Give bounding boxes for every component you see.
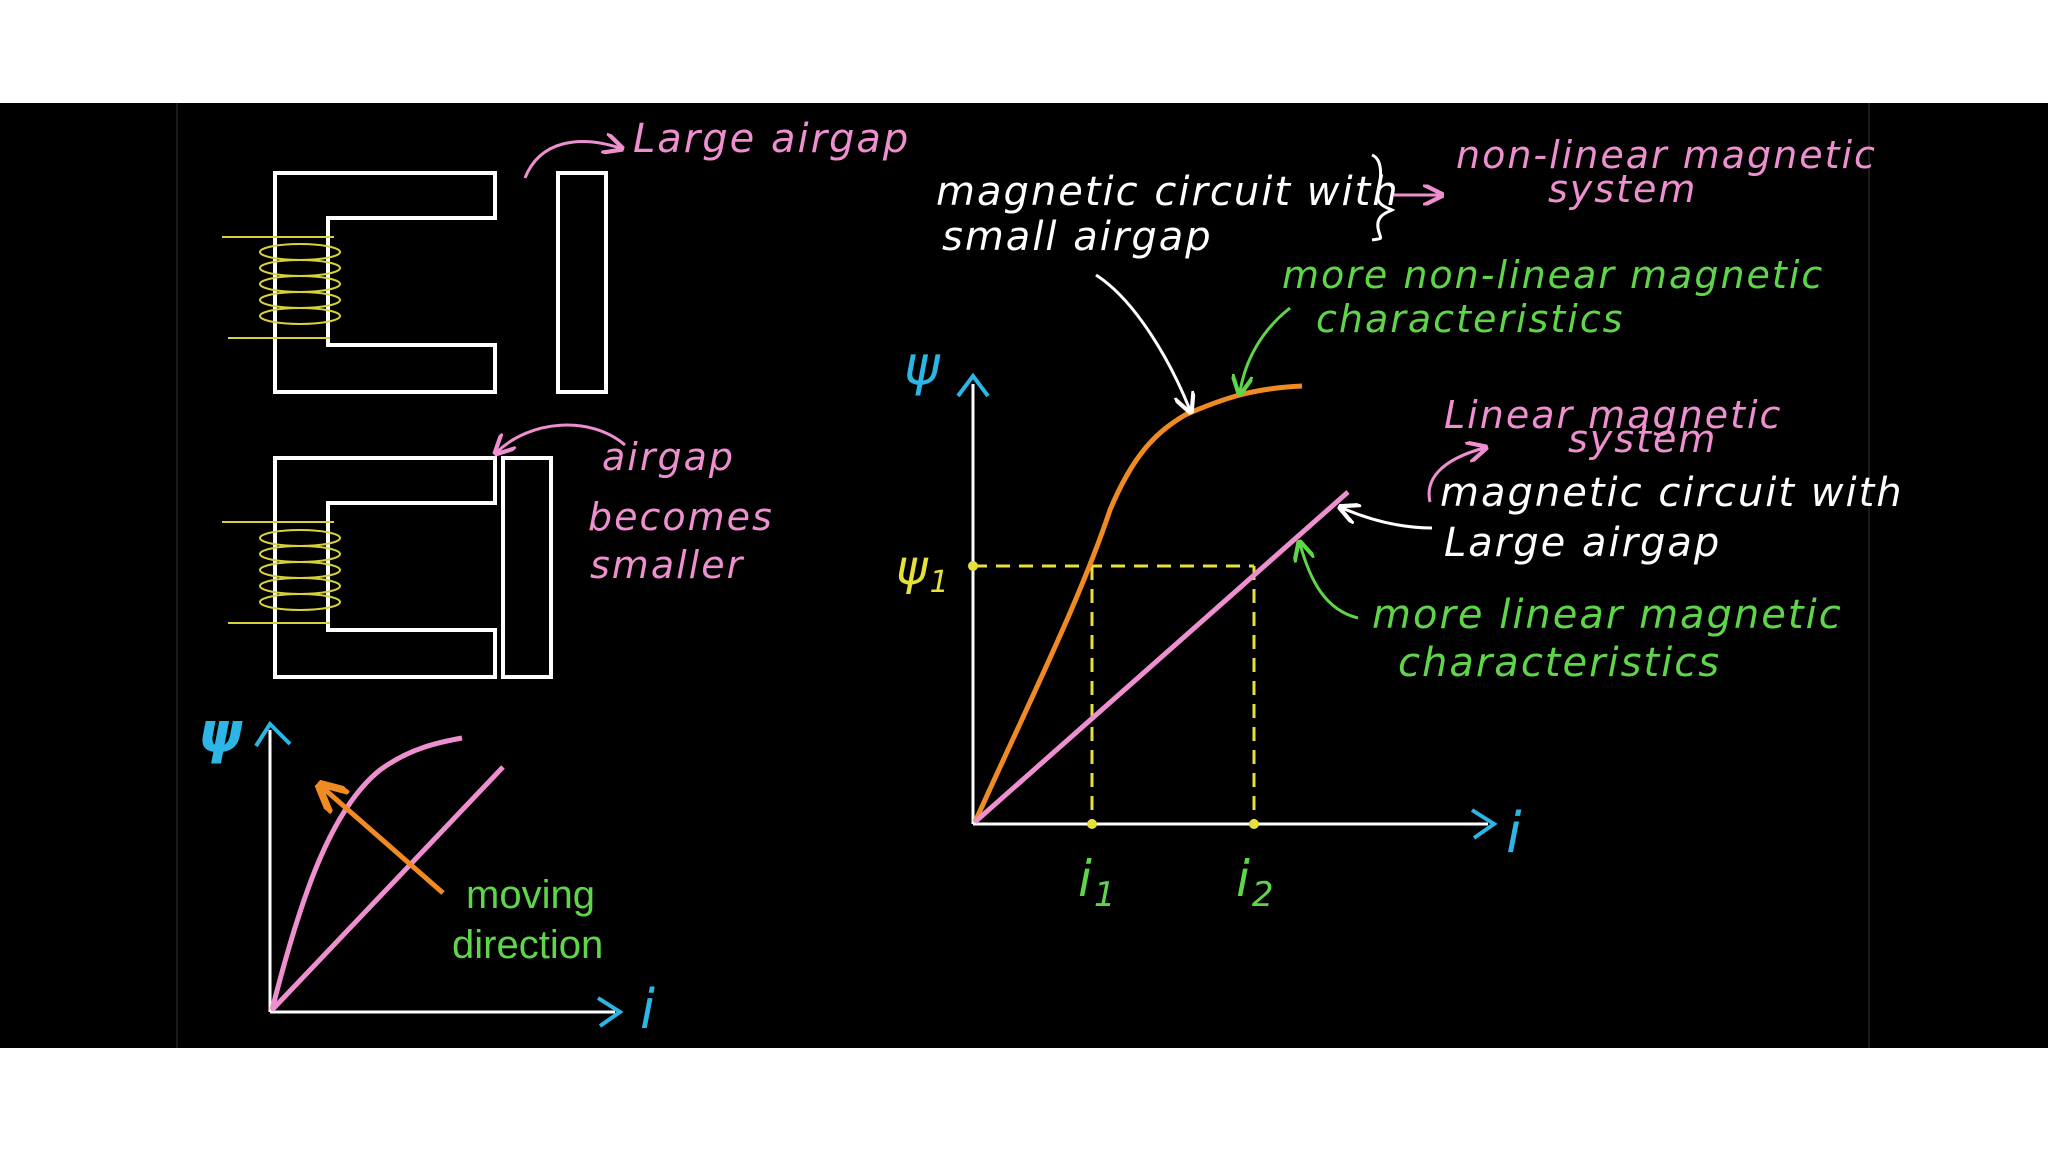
small-airgap-text-1: magnetic circuit with	[936, 169, 1400, 215]
more-nonlinear-text-2: characteristics	[1316, 297, 1624, 341]
large-airgap-text-2: Large airgap	[1444, 520, 1721, 566]
small-y-arrowhead	[254, 720, 292, 748]
small-y-axis-label: ψ	[198, 701, 244, 766]
smaller-label: smaller	[590, 543, 745, 587]
airgap-arrow	[497, 423, 626, 452]
psi1-dot	[968, 561, 978, 571]
more-linear-pointer	[1300, 544, 1359, 620]
small-airgap-pointer	[1095, 273, 1190, 410]
more-nonlinear-text-1: more non-linear magnetic	[1282, 253, 1824, 297]
armature-bar-close	[501, 456, 553, 679]
board-right-edge	[1868, 103, 1870, 1048]
linear-system-text-2: system	[1568, 417, 1717, 461]
small-x-axis-label: i	[640, 978, 657, 1041]
board-left-edge	[176, 103, 178, 1048]
psi1-subscript: 1	[930, 565, 951, 600]
main-x-arrowhead	[1470, 808, 1498, 840]
small-airgap-text-2: small airgap	[942, 214, 1213, 260]
i1-dot	[1087, 819, 1097, 829]
psi1-label: ψ1	[896, 540, 951, 600]
psi1-guides	[973, 564, 1256, 824]
small-x-arrowhead	[596, 996, 624, 1028]
linear-system-pointer	[1427, 448, 1484, 503]
blackboard	[0, 103, 2048, 1048]
large-airgap-text-1: magnetic circuit with	[1440, 470, 1904, 516]
i1-label: i1	[1078, 850, 1118, 915]
more-nonlinear-pointer	[1240, 306, 1291, 392]
i2-dot	[1249, 819, 1259, 829]
annotations: magnetic circuit with small airgap non-l…	[936, 133, 1904, 686]
moving-label: moving	[466, 873, 595, 917]
nonlinear-system-text-2: system	[1548, 167, 1697, 211]
more-linear-text-2: characteristics	[1398, 640, 1721, 686]
main-y-arrowhead	[956, 372, 990, 398]
moving-direction-arrow	[322, 787, 445, 895]
linear-system-text-1: Linear magnetic	[1444, 393, 1782, 437]
main-psi-i-plot: ψ i ψ1 i1 i2	[896, 334, 1524, 915]
small-nonlinear-curve	[269, 735, 463, 1011]
more-linear-text-1: more linear magnetic	[1372, 592, 1843, 638]
coil-winding	[222, 236, 341, 339]
becomes-label: becomes	[588, 495, 774, 539]
small-psi-i-plot: ψ i moving direction	[198, 701, 657, 1041]
nonlinear-system-text-1: non-linear magnetic	[1456, 133, 1877, 177]
main-x-axis-label: i	[1506, 801, 1524, 866]
i2-label: i2	[1236, 850, 1276, 915]
c-core-outline-small	[273, 456, 497, 679]
large-airgap-pointer	[1342, 508, 1433, 530]
coil-winding-2	[222, 521, 341, 624]
i2-subscript: 2	[1252, 875, 1276, 915]
brace	[1371, 153, 1396, 242]
i1-subscript: 1	[1094, 875, 1118, 915]
large-airgap-label: Large airgap	[633, 116, 910, 162]
armature-bar	[556, 171, 608, 394]
c-core-small-airgap: airgap becomes smaller	[222, 423, 774, 679]
small-linear-curve	[270, 765, 505, 1012]
large-airgap-curve	[973, 490, 1350, 824]
main-y-axis-label: ψ	[904, 334, 942, 397]
c-core-large-airgap: Large airgap	[222, 116, 910, 394]
c-core-outline	[273, 171, 497, 394]
direction-label: direction	[452, 923, 603, 967]
airgap-label: airgap	[602, 435, 735, 479]
large-airgap-arrow	[523, 142, 620, 179]
